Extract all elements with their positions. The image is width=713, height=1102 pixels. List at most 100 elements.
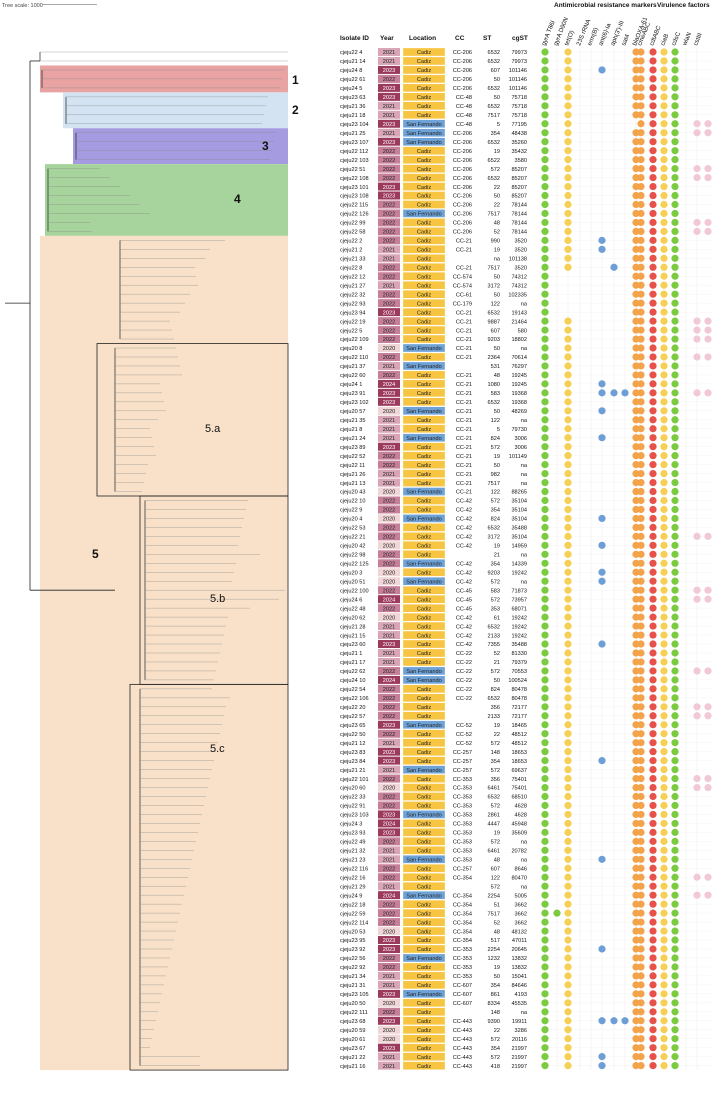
- location-cell-bg: [402, 406, 446, 415]
- cc-cell: CC-42: [456, 642, 472, 648]
- amr-marker-dot: [632, 757, 640, 765]
- amr-marker-dot: [564, 102, 572, 110]
- virulence-marker-dot: [671, 586, 679, 594]
- amr-marker-dot: [632, 703, 640, 711]
- st-cell: 6532: [488, 795, 500, 801]
- virulence-marker-dot: [660, 774, 668, 783]
- st-cell: 356: [491, 777, 500, 783]
- amr-marker-dot: [621, 1017, 629, 1025]
- year-cell: 2022: [383, 777, 395, 783]
- amr-marker-dot: [637, 120, 645, 128]
- virulence-marker-dot: [671, 891, 679, 899]
- amr-marker-dot: [632, 819, 640, 828]
- virulence-marker-dot: [671, 999, 679, 1007]
- isolate-id-cell: cjeju21 32: [340, 849, 366, 855]
- virulence-marker-dot: [671, 200, 679, 209]
- isolate-id-cell: cjeju22 48: [340, 606, 366, 612]
- virulence-marker-dot: [649, 694, 657, 702]
- location-cell: San Fernando: [406, 140, 441, 146]
- year-cell-bg: [378, 783, 400, 792]
- isolate-id-cell: cjeju22 8: [340, 265, 362, 271]
- st-cell: 354: [491, 983, 500, 989]
- virulence-marker-dot: [649, 855, 657, 863]
- amr-marker-dot: [564, 523, 572, 532]
- virulence-marker-dot: [649, 147, 657, 155]
- year-cell: 2022: [383, 301, 395, 307]
- year-cell-bg: [378, 290, 400, 299]
- location-cell-bg: [402, 209, 446, 218]
- isolate-id-cell: cjeju22 109: [340, 337, 369, 343]
- cc-cell: CC-353: [453, 831, 472, 837]
- amr-marker-dot: [564, 66, 572, 74]
- virulence-marker-dot: [660, 685, 668, 693]
- cc-cell: CC-607: [453, 983, 472, 989]
- virulence-marker-dot: [660, 864, 668, 872]
- virulence-marker-dot: [649, 416, 657, 424]
- isolate-id-cell: cjeju20 61: [340, 1037, 366, 1043]
- year-cell: 2022: [383, 77, 395, 83]
- amr-marker-dot: [637, 156, 645, 164]
- year-cell: 2022: [383, 328, 395, 334]
- virulence-marker-dot: [649, 344, 657, 352]
- amr-marker-dot: [637, 443, 645, 451]
- cc-cell: CC-21: [456, 382, 472, 388]
- year-cell-bg: [378, 56, 400, 65]
- amr-marker-dot: [637, 640, 645, 648]
- amr-marker-dot: [541, 371, 549, 379]
- location-cell-bg: [402, 675, 446, 685]
- location-cell-bg: [402, 505, 446, 514]
- virulence-marker-dot: [649, 469, 657, 478]
- virulence-marker-dot: [671, 568, 679, 576]
- amr-marker-dot: [564, 371, 572, 379]
- virulence-marker-dot: [660, 891, 668, 899]
- cgst-cell: na: [521, 840, 528, 846]
- isolate-id-cell: cjeju20 60: [340, 786, 366, 792]
- marker-header: cstIII: [692, 32, 703, 47]
- amr-marker-dot: [632, 918, 640, 926]
- virulence-marker-dot: [660, 227, 668, 235]
- year-cell-bg: [378, 980, 400, 989]
- amr-marker-dot: [621, 389, 629, 397]
- virulence-marker-dot: [671, 1062, 679, 1070]
- amr-marker-dot: [598, 541, 606, 549]
- virulence-marker-dot: [649, 308, 657, 316]
- amr-marker-dot: [632, 254, 640, 262]
- amr-marker-dot: [632, 344, 640, 352]
- virulence-marker-dot: [693, 173, 701, 182]
- cgst-cell: 18653: [511, 750, 527, 756]
- amr-marker-dot: [637, 730, 645, 738]
- virulence-marker-dot: [649, 425, 657, 433]
- location-cell: Cadiz: [417, 570, 432, 576]
- st-cell: 583: [491, 588, 500, 594]
- amr-marker-dot: [541, 676, 549, 684]
- virulence-marker-dot: [671, 792, 679, 801]
- virulence-marker-dot: [660, 326, 668, 334]
- cgst-cell: 20645: [511, 947, 527, 953]
- cc-cell: CC-206: [453, 77, 472, 83]
- virulence-marker-dot: [671, 461, 679, 469]
- amr-marker-dot: [564, 443, 572, 451]
- location-cell-bg: [402, 254, 446, 263]
- marker-dot-matrix: [540, 48, 712, 1070]
- virulence-marker-dot: [671, 828, 679, 836]
- location-cell: Cadiz: [417, 1064, 432, 1070]
- year-cell-bg: [378, 299, 400, 308]
- amr-marker-dot: [541, 200, 549, 209]
- virulence-marker-dot: [660, 380, 668, 388]
- amr-marker-dot: [632, 111, 640, 119]
- location-cell: Cadiz: [417, 472, 432, 478]
- virulence-marker-dot: [660, 783, 668, 792]
- virulence-marker-dot: [649, 927, 657, 935]
- virulence-marker-dot: [671, 138, 679, 146]
- isolate-id-cell: cjeju21 31: [340, 983, 366, 989]
- cgst-cell: 35609: [511, 831, 527, 837]
- location-cell-bg: [402, 74, 446, 84]
- cgst-cell: 75718: [511, 104, 527, 110]
- cc-cell: CC-21: [456, 400, 472, 406]
- virulence-marker-dot: [671, 918, 679, 926]
- virulence-marker-dot: [660, 523, 668, 532]
- st-cell: 48: [494, 858, 500, 864]
- year-cell-bg: [378, 344, 400, 353]
- year-cell: 2022: [383, 221, 395, 227]
- isolate-id-cell: cjeju21 8: [340, 427, 362, 433]
